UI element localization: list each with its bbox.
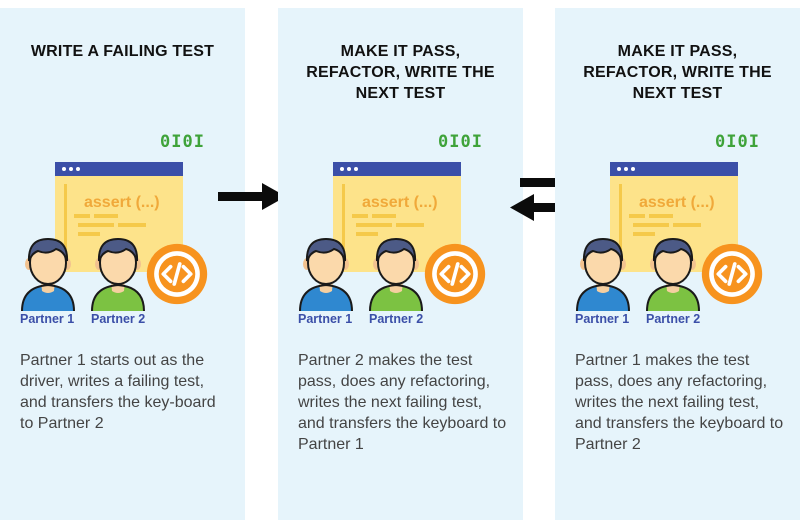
pairing-illustration: assert (...) (298, 162, 487, 312)
partner-2-avatar (90, 237, 146, 312)
code-badge-icon (423, 242, 487, 306)
binary-label: 0I0I (438, 132, 483, 152)
partner-1-avatar (298, 237, 354, 312)
partner-1-label: Partner 1 (575, 312, 630, 326)
partner-1-label: Partner 1 (298, 312, 353, 326)
partner-2-avatar (645, 237, 701, 312)
partner-2-avatar (368, 237, 424, 312)
panel-description: Partner 1 makes the test pass, does any … (575, 352, 784, 453)
panel-title: MAKE IT PASS, REFACTOR, WRITE THE NEXT T… (306, 43, 495, 102)
step-panel-2: MAKE IT PASS, REFACTOR, WRITE THE NEXT T… (278, 8, 523, 520)
panel-description: Partner 1 starts out as the driver, writ… (20, 352, 216, 432)
binary-label: 0I0I (160, 132, 205, 152)
code-text: assert (...) (362, 194, 438, 211)
partner-1-avatar (575, 237, 631, 312)
code-text: assert (...) (639, 194, 715, 211)
code-text: assert (...) (84, 194, 160, 211)
partner-2-label: Partner 2 (91, 312, 146, 326)
partner-1-label: Partner 1 (20, 312, 75, 326)
panel-title: MAKE IT PASS, REFACTOR, WRITE THE NEXT T… (583, 43, 772, 102)
step-panel-1: WRITE A FAILING TEST 0I0I assert (...) P… (0, 8, 245, 520)
code-badge-icon (145, 242, 209, 306)
partner-2-label: Partner 2 (646, 312, 701, 326)
panel-title: WRITE A FAILING TEST (30, 43, 215, 60)
arrow-right-icon (218, 183, 286, 210)
binary-label: 0I0I (715, 132, 760, 152)
panel-description: Partner 2 makes the test pass, does any … (298, 352, 507, 453)
pairing-illustration: assert (...) (20, 162, 209, 312)
code-badge-icon (700, 242, 764, 306)
step-panel-3: MAKE IT PASS, REFACTOR, WRITE THE NEXT T… (555, 8, 800, 520)
partner-1-avatar (20, 237, 76, 312)
pairing-illustration: assert (...) (575, 162, 764, 312)
partner-2-label: Partner 2 (369, 312, 424, 326)
